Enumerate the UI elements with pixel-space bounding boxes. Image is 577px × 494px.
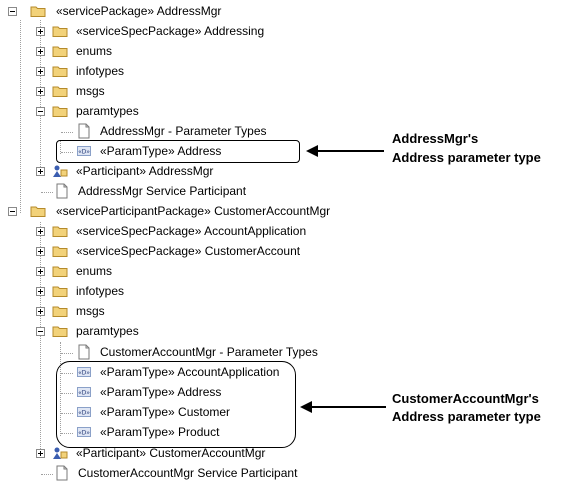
- expand-toggle[interactable]: [36, 87, 45, 96]
- highlight-box-addressmgr: [56, 140, 300, 163]
- expand-toggle[interactable]: [36, 47, 45, 56]
- highlight-box-customeraccountmgr: [56, 361, 296, 448]
- tree-guide: [60, 140, 61, 154]
- tree-node-label: AddressMgr - Parameter Types: [100, 124, 267, 138]
- svg-text:«D»: «D»: [78, 370, 90, 377]
- document-icon: [56, 183, 68, 199]
- folder-icon: [52, 266, 68, 277]
- tree-node-label: AddressMgr Service Participant: [78, 184, 247, 198]
- paramtype-icon: «D»: [77, 407, 91, 417]
- tree-guide: [41, 192, 53, 193]
- folder-icon: [52, 286, 68, 297]
- svg-text:«D»: «D»: [78, 410, 90, 417]
- tree-node-label: «ParamType» Customer: [100, 405, 231, 419]
- tree-guide: [61, 152, 73, 153]
- tree-guide: [40, 20, 41, 173]
- tree-node-label: «ParamType» AccountApplication: [100, 365, 280, 379]
- expand-toggle[interactable]: [36, 287, 45, 296]
- tree-guide: [61, 413, 73, 414]
- tree-node-label: paramtypes: [76, 324, 139, 338]
- document-icon: [78, 123, 90, 139]
- annotation-customeraccountmgr-line2: Address parameter type: [392, 409, 541, 424]
- tree-node-label: CustomerAccountMgr - Parameter Types: [100, 345, 318, 359]
- expand-toggle[interactable]: [36, 227, 45, 236]
- paramtype-icon: «D»: [77, 427, 91, 437]
- folder-icon: [52, 66, 68, 77]
- folder-icon: [52, 106, 68, 117]
- expand-toggle[interactable]: [36, 307, 45, 316]
- expand-toggle[interactable]: [36, 27, 45, 36]
- tree-node-label: enums: [76, 44, 113, 58]
- paramtype-icon: «D»: [77, 387, 91, 397]
- tree-node-label: paramtypes: [76, 104, 139, 118]
- annotation-addressmgr-line1: AddressMgr's: [392, 131, 479, 146]
- participant-icon: [53, 165, 68, 177]
- collapse-toggle[interactable]: [36, 107, 45, 116]
- tree-guide: [40, 222, 41, 457]
- tree-node-label: «ParamType» Product: [100, 425, 220, 439]
- svg-text:«D»: «D»: [78, 390, 90, 397]
- tree-node-label: msgs: [76, 304, 105, 318]
- tree-node-label: «ParamType» Address: [100, 144, 222, 158]
- tree-node-label: «Participant» CustomerAccountMgr: [76, 446, 266, 460]
- tree-node-label: infotypes: [76, 64, 125, 78]
- tree-node-label: «Participant» AddressMgr: [76, 164, 214, 178]
- collapse-toggle[interactable]: [36, 327, 45, 336]
- folder-icon: [30, 6, 46, 17]
- tree-node-label: «serviceParticipantPackage» CustomerAcco…: [56, 204, 331, 218]
- tree-guide: [61, 433, 73, 434]
- folder-icon: [52, 306, 68, 317]
- tree-guide: [20, 20, 21, 213]
- annotation-customeraccountmgr-line1: CustomerAccountMgr's: [392, 391, 539, 406]
- tree-node-label: «serviceSpecPackage» CustomerAccount: [76, 244, 301, 258]
- svg-text:«D»: «D»: [78, 430, 90, 437]
- svg-text:«D»: «D»: [78, 149, 90, 156]
- paramtype-icon: «D»: [77, 367, 91, 377]
- tree-node-label: infotypes: [76, 284, 125, 298]
- document-icon: [78, 344, 90, 360]
- folder-icon: [52, 246, 68, 257]
- folder-icon: [52, 226, 68, 237]
- tree-node-label: «serviceSpecPackage» Addressing: [76, 24, 265, 38]
- folder-icon: [52, 86, 68, 97]
- tree-node-label: «serviceSpecPackage» AccountApplication: [76, 224, 307, 238]
- participant-icon: [53, 447, 68, 459]
- tree-node-label: «servicePackage» AddressMgr: [56, 4, 222, 18]
- tree-guide: [61, 393, 73, 394]
- expand-toggle[interactable]: [36, 167, 45, 176]
- expand-toggle[interactable]: [36, 67, 45, 76]
- tree-guide: [61, 353, 73, 354]
- document-icon: [56, 465, 68, 481]
- annotation-addressmgr-line2: Address parameter type: [392, 150, 541, 165]
- tree-node-label: CustomerAccountMgr Service Participant: [78, 466, 298, 480]
- folder-icon: [52, 46, 68, 57]
- expand-toggle[interactable]: [36, 449, 45, 458]
- folder-icon: [30, 206, 46, 217]
- collapse-toggle[interactable]: [8, 7, 17, 16]
- tree-guide: [60, 342, 61, 436]
- folder-icon: [52, 26, 68, 37]
- tree-node-label: «ParamType» Address: [100, 385, 222, 399]
- tree-node-label: enums: [76, 264, 113, 278]
- collapse-toggle[interactable]: [8, 207, 17, 216]
- tree-guide: [41, 474, 53, 475]
- expand-toggle[interactable]: [36, 247, 45, 256]
- paramtype-icon: «D»: [77, 146, 91, 156]
- tree-node-label: msgs: [76, 84, 105, 98]
- expand-toggle[interactable]: [36, 267, 45, 276]
- folder-icon: [52, 326, 68, 337]
- tree-guide: [61, 132, 73, 133]
